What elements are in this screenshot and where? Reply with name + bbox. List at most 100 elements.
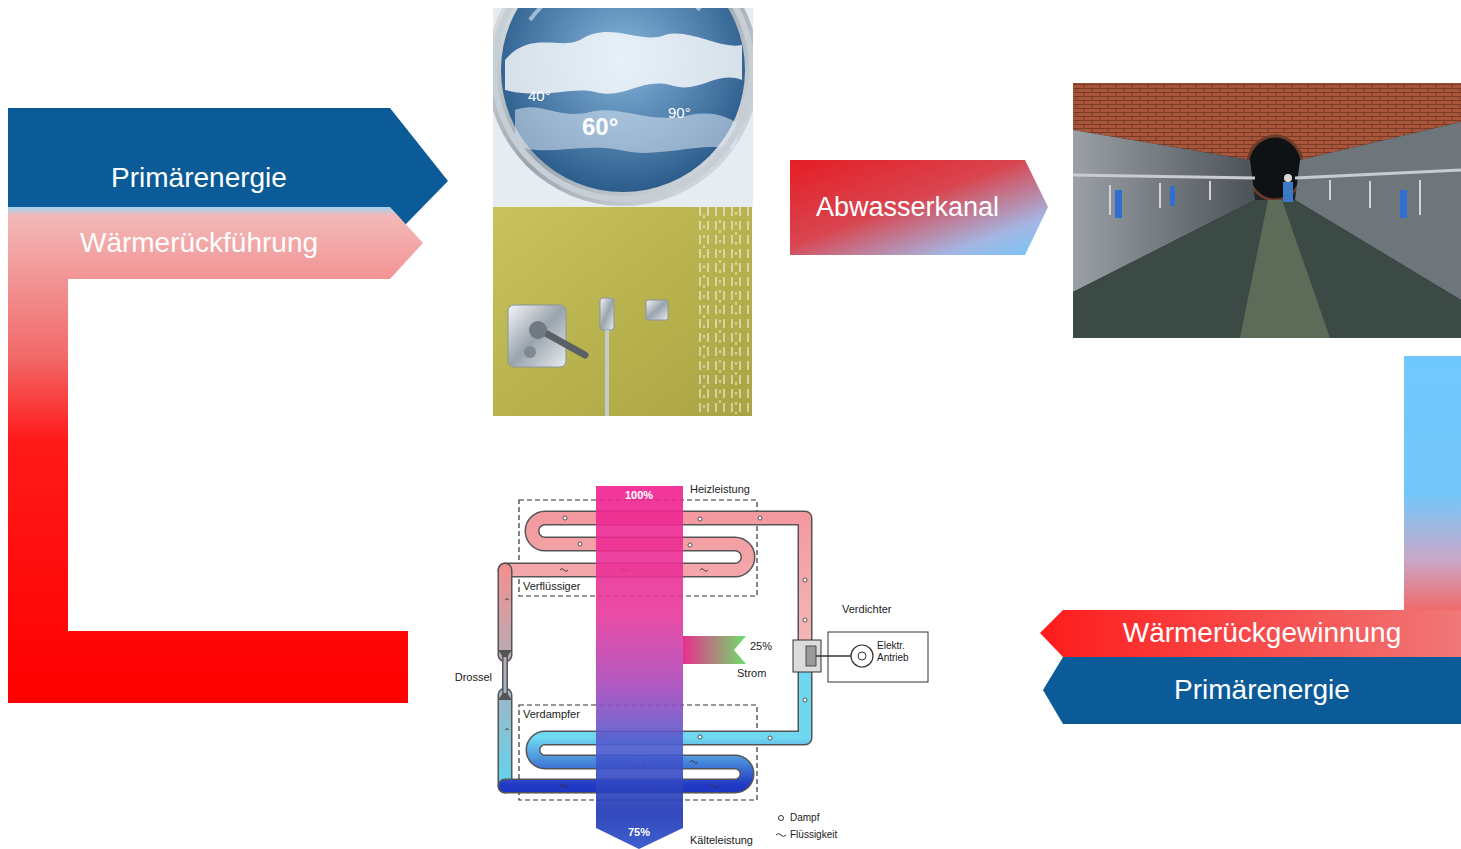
washing-machine-photo <box>515 107 740 153</box>
shower-photo <box>600 298 614 330</box>
schematic-label: 60° <box>582 113 618 141</box>
sewer-photo <box>1247 136 1303 200</box>
arrow-label: Wärmerückführung <box>80 227 318 259</box>
sewer-photo <box>1115 190 1122 218</box>
schematic-label: Verflüssiger <box>523 580 580 592</box>
refrigerant-pipe <box>504 655 507 695</box>
arrow-label: Primärenergie <box>1174 674 1350 706</box>
legend-text: Flüssigkeit <box>790 829 837 840</box>
washing-machine-photo <box>505 32 742 94</box>
legend-entry: Flüssigkeit <box>790 829 837 841</box>
recovery-band <box>1404 356 1461 610</box>
flow-arrow: Primärenergie <box>1043 657 1461 724</box>
legend-entry: Dampf <box>790 812 819 824</box>
schematic-label: 100% <box>625 489 653 501</box>
vapour-bubbles <box>803 698 807 702</box>
arrow-label: Wärmerückgewinnung <box>1123 617 1402 649</box>
schematic-label: Drossel <box>455 671 492 684</box>
arrow-text-box: Primärenergie <box>1063 657 1461 724</box>
shower-photo <box>704 212 736 414</box>
sewer-photo <box>1073 83 1461 338</box>
schematic-label: Drossel <box>455 671 492 683</box>
schematic-label: Kälteleistung <box>690 834 753 847</box>
arrow-label: Primärenergie <box>111 162 287 194</box>
arrow-shape <box>1040 610 1461 657</box>
legend-symbols <box>779 816 784 821</box>
schematic-label: 25% <box>750 640 772 652</box>
arrow-text-box: Abwasserkanal <box>790 180 1025 235</box>
sewer-photo <box>1170 186 1175 206</box>
shower-photo <box>493 207 752 416</box>
power-input-arrow <box>683 636 746 664</box>
heat-pump-schematic <box>498 693 512 700</box>
compressor-symbol <box>816 655 851 657</box>
legend-symbols <box>776 816 786 837</box>
schematic-label: 25% <box>750 640 772 653</box>
flow-arrow: Abwasserkanal <box>790 160 1048 255</box>
vapour-bubbles <box>768 736 772 740</box>
flow-arrow: Wärmerückführung <box>8 207 423 279</box>
vapour-bubbles <box>563 516 567 520</box>
schematic-label: Verdampfer <box>523 708 580 721</box>
shower-photo <box>529 321 547 339</box>
schematic-label: 40° <box>528 87 551 104</box>
washing-machine-photo <box>493 8 753 206</box>
compressor-symbol <box>858 652 866 660</box>
schematic-label: Heizleistung <box>690 483 750 496</box>
refrigerant-pipe <box>502 655 508 695</box>
liquid-marks <box>505 599 509 731</box>
schematic-label: Elektr. Antrieb <box>877 640 909 663</box>
vapour-bubbles <box>803 578 807 582</box>
schematic-label: Heizleistung <box>690 483 750 495</box>
vapour-bubbles <box>698 735 702 739</box>
arrow-shape <box>8 207 423 279</box>
schematic-label: 60° <box>582 113 618 140</box>
schematic-label: 90° <box>668 104 691 121</box>
vapour-bubbles <box>688 543 692 547</box>
vapour-bubbles <box>758 516 762 520</box>
arrow-shape <box>790 160 1048 255</box>
schematic-label: Verdichter <box>842 603 892 615</box>
schematic-label: Verdampfer <box>523 708 580 720</box>
shower-photo <box>493 207 752 416</box>
washing-machine-photo <box>494 8 752 199</box>
schematic-label: Strom <box>737 667 766 680</box>
sewer-photo <box>1240 200 1330 338</box>
schematic-label: Verflüssiger <box>523 580 580 593</box>
schematic-label: 75% <box>628 826 650 839</box>
vapour-bubbles <box>578 542 582 546</box>
sewer-photo <box>1400 190 1407 218</box>
schematic-label: Verdichter <box>842 603 892 616</box>
washing-machine-photo <box>530 8 700 20</box>
arrow-label: Abwasserkanal <box>816 192 999 223</box>
sewer-photo <box>1284 174 1292 182</box>
sewer-photo <box>1073 200 1461 338</box>
schematic-label: 75% <box>628 826 650 838</box>
sewer-photo <box>1073 170 1461 178</box>
vapour-bubbles <box>803 618 807 622</box>
sewer-photo <box>1283 182 1293 202</box>
refrigerant-pipe <box>499 570 511 786</box>
compressor-symbol <box>851 645 873 667</box>
flow-arrow: Wärmerückgewinnung <box>1040 610 1461 657</box>
return-band <box>8 279 408 703</box>
heat-pump-schematic <box>498 650 512 657</box>
arrow-shape <box>1043 657 1461 724</box>
compressor-symbol <box>806 646 816 666</box>
schematic-label: Kälteleistung <box>690 834 753 846</box>
heat-pump-schematic <box>498 486 928 849</box>
washing-machine-photo <box>493 8 753 207</box>
vapour-bubbles <box>698 517 702 521</box>
arrow-text-box: Wärmerückführung <box>8 221 390 265</box>
shower-photo <box>524 346 536 358</box>
compressor-symbol <box>793 632 928 682</box>
sewer-photo <box>1110 180 1420 215</box>
shower-photo <box>540 330 585 355</box>
arrow-text-box: Wärmerückgewinnung <box>1063 610 1461 657</box>
legend-symbols <box>776 834 786 837</box>
compressor-symbol <box>828 632 928 682</box>
refrigerant-pipe <box>498 570 513 786</box>
schematic-label: Strom <box>737 667 766 679</box>
schematic-label: 40° <box>528 87 551 104</box>
